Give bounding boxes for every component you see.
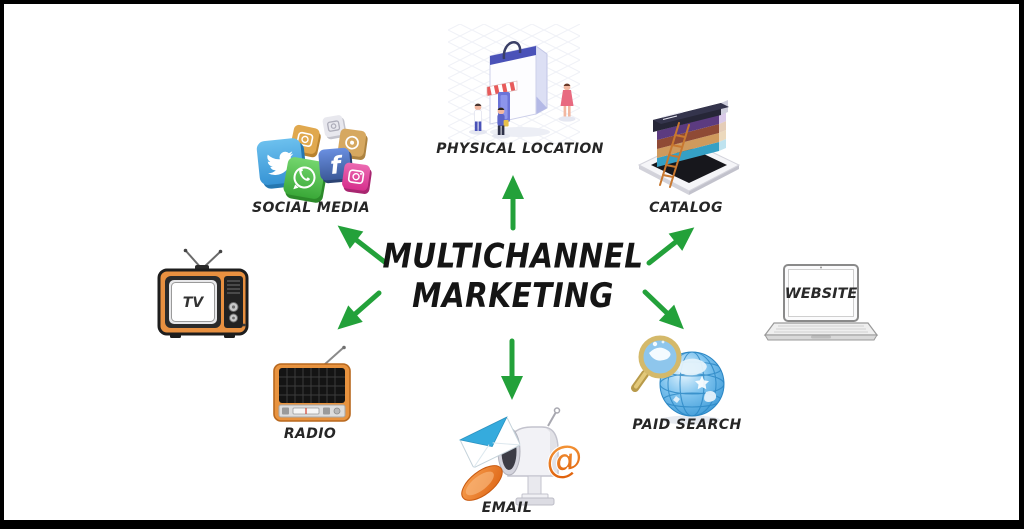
storefront-shopping-bag-icon bbox=[448, 24, 580, 144]
at-sign-glyph: @ bbox=[543, 435, 586, 484]
radio-grill bbox=[279, 368, 345, 403]
mailbox-icon: @ bbox=[458, 407, 586, 506]
mailbox-stand bbox=[515, 475, 555, 506]
globe-magnifier-icon bbox=[631, 335, 725, 425]
tv-side-panel bbox=[224, 276, 246, 328]
whatsapp-cube bbox=[283, 157, 328, 203]
social-media-label: SOCIAL MEDIA bbox=[251, 200, 371, 216]
paid-search-label: PAID SEARCH bbox=[632, 417, 742, 433]
mailbox-body bbox=[497, 426, 559, 477]
whatsapp-phone-icon bbox=[293, 166, 316, 190]
retro-television-icon: TV bbox=[157, 248, 249, 338]
laptop-icon: WEBSITE bbox=[763, 264, 879, 341]
catalog-label: CATALOG bbox=[649, 200, 723, 216]
tv-screen: TV bbox=[165, 276, 221, 328]
physical-location-label: PHYSICAL LOCATION bbox=[436, 141, 604, 157]
ladder bbox=[659, 122, 690, 188]
magnifier bbox=[631, 335, 682, 392]
laptop-screen: WEBSITE bbox=[783, 264, 859, 322]
globe bbox=[659, 351, 725, 417]
envelope bbox=[458, 416, 521, 469]
arrow-upper-left bbox=[337, 225, 389, 266]
book-stack-on-tablet-icon bbox=[637, 100, 741, 195]
instagram-cube bbox=[342, 162, 372, 194]
email-label: EMAIL bbox=[481, 500, 533, 516]
mailbox-antenna bbox=[547, 407, 561, 427]
radio-dial-strip bbox=[278, 404, 346, 418]
arrow-upper-right bbox=[646, 227, 695, 266]
arrow-lower-left bbox=[337, 290, 382, 330]
page-title: MULTICHANNEL MARKETING bbox=[382, 237, 643, 317]
website-screen-text: WEBSITE bbox=[785, 286, 858, 302]
radio-antenna bbox=[323, 345, 346, 366]
title-line-2: MARKETING bbox=[412, 277, 614, 316]
radio-label: RADIO bbox=[283, 426, 337, 442]
title-line-1: MULTICHANNEL bbox=[382, 237, 644, 276]
laptop-base bbox=[763, 322, 879, 341]
people-figures bbox=[469, 83, 576, 139]
tv-screen-text: TV bbox=[183, 295, 205, 311]
arrow-lower-right bbox=[642, 289, 684, 330]
retro-radio-icon bbox=[273, 345, 351, 422]
social-cubes-icon: f bbox=[256, 115, 372, 203]
